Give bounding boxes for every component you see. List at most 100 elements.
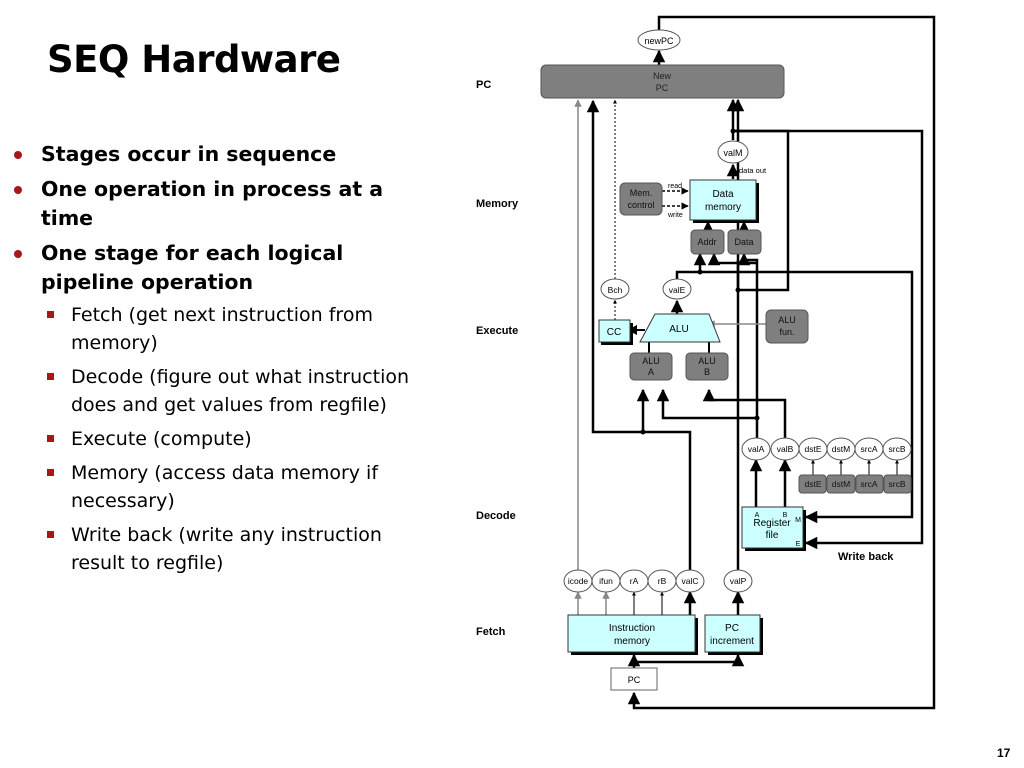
- bullet-item: One stage for each logical pipeline oper…: [14, 239, 434, 297]
- bullet-item: Stages occur in sequence: [14, 140, 434, 169]
- signal-valb: valB: [777, 444, 794, 454]
- svg-text:memory: memory: [614, 636, 650, 647]
- junction-dot: [730, 128, 736, 134]
- svg-text:memory: memory: [705, 202, 741, 213]
- stage-label-write-back: Write back: [838, 551, 894, 563]
- signal-dstm: dstM: [832, 444, 850, 454]
- signal-icode: icode: [568, 576, 589, 586]
- svg-text:Bch: Bch: [608, 285, 623, 295]
- svg-text:Register: Register: [753, 518, 791, 529]
- wires: [574, 15, 936, 710]
- sub-bullet-item: Execute (compute): [14, 425, 434, 453]
- bullet-list: Stages occur in sequence One operation i…: [14, 140, 434, 583]
- signal-rb: rB: [658, 576, 667, 586]
- signal-dste: dstE: [804, 444, 821, 454]
- block-dste: dstE: [804, 479, 821, 489]
- alu-b-block: ALU B: [685, 352, 729, 381]
- sub-bullet-item: Memory (access data memory if necessary): [14, 459, 434, 515]
- stage-label-memory: Memory: [476, 198, 519, 210]
- svg-text:Instruction: Instruction: [609, 623, 655, 634]
- stage-label-fetch: Fetch: [476, 626, 506, 638]
- pc-increment-block: PC increment: [704, 614, 763, 655]
- read-label: read: [668, 183, 682, 190]
- svg-text:fun.: fun.: [779, 327, 794, 337]
- signal-valp: valP: [730, 576, 747, 586]
- stage-label-execute: Execute: [476, 325, 518, 337]
- sub-bullet-item: Decode (figure out what instruction does…: [14, 363, 434, 419]
- svg-text:file: file: [766, 530, 779, 541]
- bullet-dot-icon: [14, 151, 22, 159]
- bullet-dot-icon: [14, 250, 22, 258]
- svg-text:PC: PC: [628, 675, 641, 685]
- wire-newpc-to-pc: [627, 15, 936, 710]
- wire-vala-to-data: [737, 252, 759, 438]
- signal-valm: valM: [717, 140, 749, 164]
- junction-dot: [735, 287, 741, 293]
- junction-dot: [640, 429, 646, 435]
- port-b-label: B: [783, 512, 788, 519]
- bullet-dot-icon: [14, 186, 22, 194]
- data-memory-block: Data memory: [689, 179, 759, 223]
- addr-block: Addr: [690, 229, 725, 255]
- signal-srcb: srcB: [889, 444, 906, 454]
- signal-bch: Bch: [600, 278, 630, 300]
- svg-text:ALU: ALU: [698, 356, 716, 366]
- block-srca: srcA: [861, 479, 878, 489]
- bullet-square-icon: [47, 311, 54, 318]
- stage-labels: PC Memory Execute Decode Fetch Write bac…: [476, 79, 894, 638]
- port-m-label: M: [795, 517, 801, 524]
- junction-dot: [697, 269, 703, 275]
- signal-valc: valC: [681, 576, 698, 586]
- wire-vala-to-alua: [656, 388, 757, 420]
- svg-text:control: control: [627, 200, 654, 210]
- wire-pc-to-pcinc: [634, 653, 745, 667]
- decode-signals: valA valB dstE dstM srcA srcB: [741, 437, 912, 461]
- svg-text:Data: Data: [712, 189, 734, 200]
- signal-ifun: ifun: [599, 576, 613, 586]
- svg-text:PC: PC: [656, 83, 669, 93]
- data-block: Data: [727, 229, 762, 255]
- block-srcb: srcB: [889, 479, 906, 489]
- bullet-item: One operation in process at a time: [14, 175, 434, 233]
- svg-text:New: New: [653, 71, 672, 81]
- sub-bullet-item: Write back (write any instruction result…: [14, 521, 434, 577]
- block-dstm: dstM: [832, 479, 850, 489]
- data-out-label: data out: [739, 166, 767, 175]
- signal-newpc: newPC: [637, 29, 681, 51]
- sub-bullet-item: Fetch (get next instruction from memory): [14, 301, 434, 357]
- signal-srca: srcA: [861, 444, 878, 454]
- svg-text:ALU: ALU: [642, 356, 660, 366]
- wire-valm-to-regfile-e: [733, 129, 924, 550]
- stage-label-pc: PC: [476, 79, 491, 91]
- pc-register-block: PC: [610, 667, 658, 691]
- svg-text:valE: valE: [669, 285, 686, 295]
- svg-text:A: A: [648, 367, 654, 377]
- register-file-block: A B M E Register file: [741, 506, 806, 551]
- signal-ra: rA: [630, 576, 639, 586]
- bullet-square-icon: [47, 435, 54, 442]
- write-label: write: [667, 212, 683, 219]
- port-a-label: A: [755, 512, 760, 519]
- bullet-square-icon: [47, 469, 54, 476]
- junction-dot: [754, 415, 760, 421]
- signal-vala: valA: [748, 444, 765, 454]
- svg-text:ALU: ALU: [669, 324, 688, 335]
- svg-text:B: B: [704, 367, 710, 377]
- new-pc-block: New PC: [540, 64, 785, 99]
- alu-a-block: ALU A: [629, 352, 673, 381]
- svg-text:PC: PC: [725, 623, 739, 634]
- fetch-signals: icode ifun rA rB valC valP: [563, 569, 753, 593]
- slide-title: SEQ Hardware: [47, 38, 341, 81]
- cc-block: CC: [598, 319, 633, 345]
- stage-label-decode: Decode: [476, 510, 516, 522]
- instruction-memory-block: Instruction memory: [567, 614, 698, 655]
- bullet-square-icon: [47, 531, 54, 538]
- svg-text:CC: CC: [607, 327, 621, 338]
- svg-text:increment: increment: [710, 636, 754, 647]
- port-e-label: E: [796, 541, 801, 548]
- decode-logic-blocks: dstE dstM srcA srcB: [798, 474, 912, 494]
- svg-text:Mem.: Mem.: [630, 188, 653, 198]
- svg-text:Data: Data: [734, 237, 753, 247]
- signal-vale: valE: [662, 278, 692, 300]
